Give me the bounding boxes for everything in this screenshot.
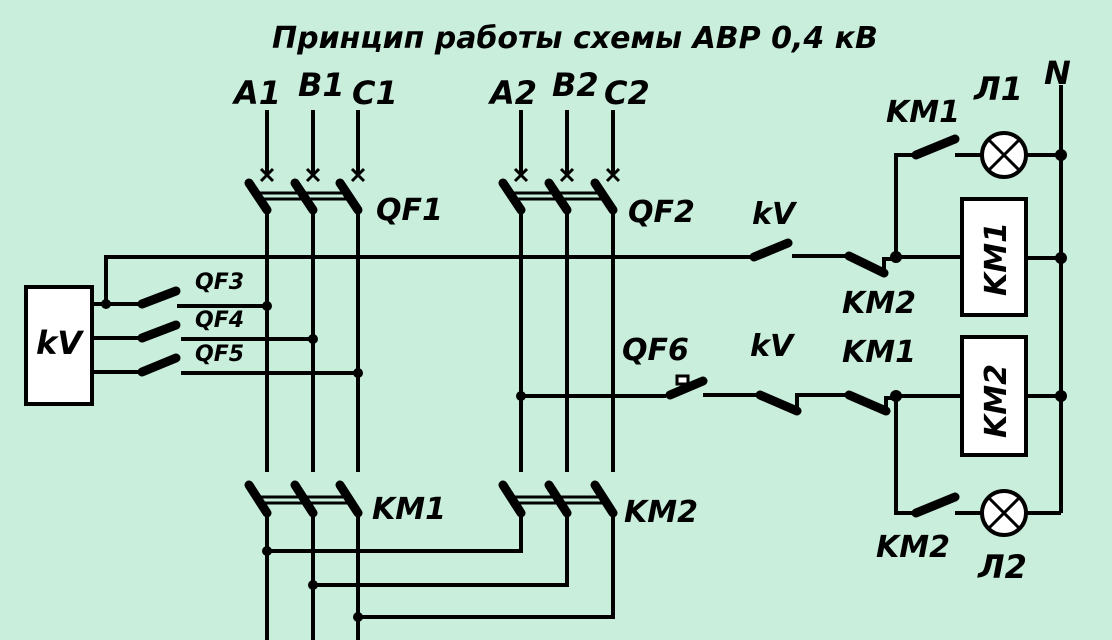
km2-no-contact-lamp2-label: KM2 xyxy=(876,530,950,565)
phase-label-b2: B2 xyxy=(552,66,599,104)
km1-nc-contact-bottom-icon[interactable] xyxy=(844,390,896,416)
coil-km1-box[interactable] xyxy=(960,197,1028,317)
qf6-label: QF6 xyxy=(622,333,689,368)
diagram-title: Принцип работы схемы АВР 0,4 кВ xyxy=(272,21,878,56)
kv-contact-top-icon[interactable] xyxy=(749,238,848,262)
phase-label-a2: A2 xyxy=(487,74,537,112)
km1-no-contact-lamp1-label: KM1 xyxy=(886,95,960,130)
qf4-label: QF4 xyxy=(195,308,244,333)
qf2-breaker-icon[interactable] xyxy=(498,178,618,215)
lamp1-icon[interactable] xyxy=(980,131,1028,179)
phase-label-c1: C1 xyxy=(352,74,398,112)
voltage-relay-label: kV xyxy=(36,324,84,362)
source2-phase-wires xyxy=(519,110,615,175)
neutral-label: N xyxy=(1044,54,1071,92)
qf1-breaker-icon[interactable] xyxy=(244,178,363,215)
qf5-breaker-icon[interactable] xyxy=(92,353,363,378)
km1-nc-contact-bottom-label: KM1 xyxy=(842,335,916,370)
km1-main-label: KM1 xyxy=(372,492,446,527)
lamp1-label: Л1 xyxy=(973,70,1023,108)
qf6-button-breaker-icon[interactable] xyxy=(665,374,758,400)
coil2-branch-wires xyxy=(890,390,963,515)
km1-no-contact-lamp1-icon[interactable] xyxy=(911,134,982,160)
control-line-bottom xyxy=(516,391,666,401)
qf5-label: QF5 xyxy=(195,342,244,367)
kv-nc-contact-bottom-icon[interactable] xyxy=(755,390,848,416)
qf3-label: QF3 xyxy=(195,270,244,295)
phase-label-c2: C2 xyxy=(604,74,650,112)
coil1-branch-wires xyxy=(890,153,963,263)
qf2-trip-marks-icon xyxy=(513,167,621,183)
load-bus-wires xyxy=(262,513,615,640)
control-line-top xyxy=(92,255,752,309)
qf4-breaker-icon[interactable] xyxy=(92,320,318,344)
km1-main-contacts-icon[interactable] xyxy=(244,480,363,518)
source1-phase-wires xyxy=(265,110,360,175)
km2-nc-contact-top-label: KM2 xyxy=(842,286,916,321)
qf1-label: QF1 xyxy=(376,193,443,228)
kv-contact-bottom-label: kV xyxy=(750,329,796,364)
km2-main-label: KM2 xyxy=(624,495,698,530)
qf3-breaker-icon[interactable] xyxy=(137,286,272,311)
km2-no-contact-lamp2-icon[interactable] xyxy=(911,492,982,518)
phase-label-b1: B1 xyxy=(298,66,345,104)
lamp2-label: Л2 xyxy=(977,548,1027,586)
coil-km1-label: KM1 xyxy=(979,222,1014,296)
phase-label-a1: A1 xyxy=(231,74,281,112)
voltage-relay-box[interactable] xyxy=(24,285,94,406)
lamp2-icon[interactable] xyxy=(980,489,1028,537)
km2-main-contacts-icon[interactable] xyxy=(498,480,618,518)
coil-km2-label: KM2 xyxy=(979,364,1014,438)
kv-contact-top-label: kV xyxy=(752,197,798,232)
km2-nc-contact-top-icon[interactable] xyxy=(844,251,895,278)
qf1-trip-marks-icon xyxy=(259,167,366,183)
qf2-label: QF2 xyxy=(628,195,695,230)
source2-bus-wires xyxy=(519,210,615,472)
